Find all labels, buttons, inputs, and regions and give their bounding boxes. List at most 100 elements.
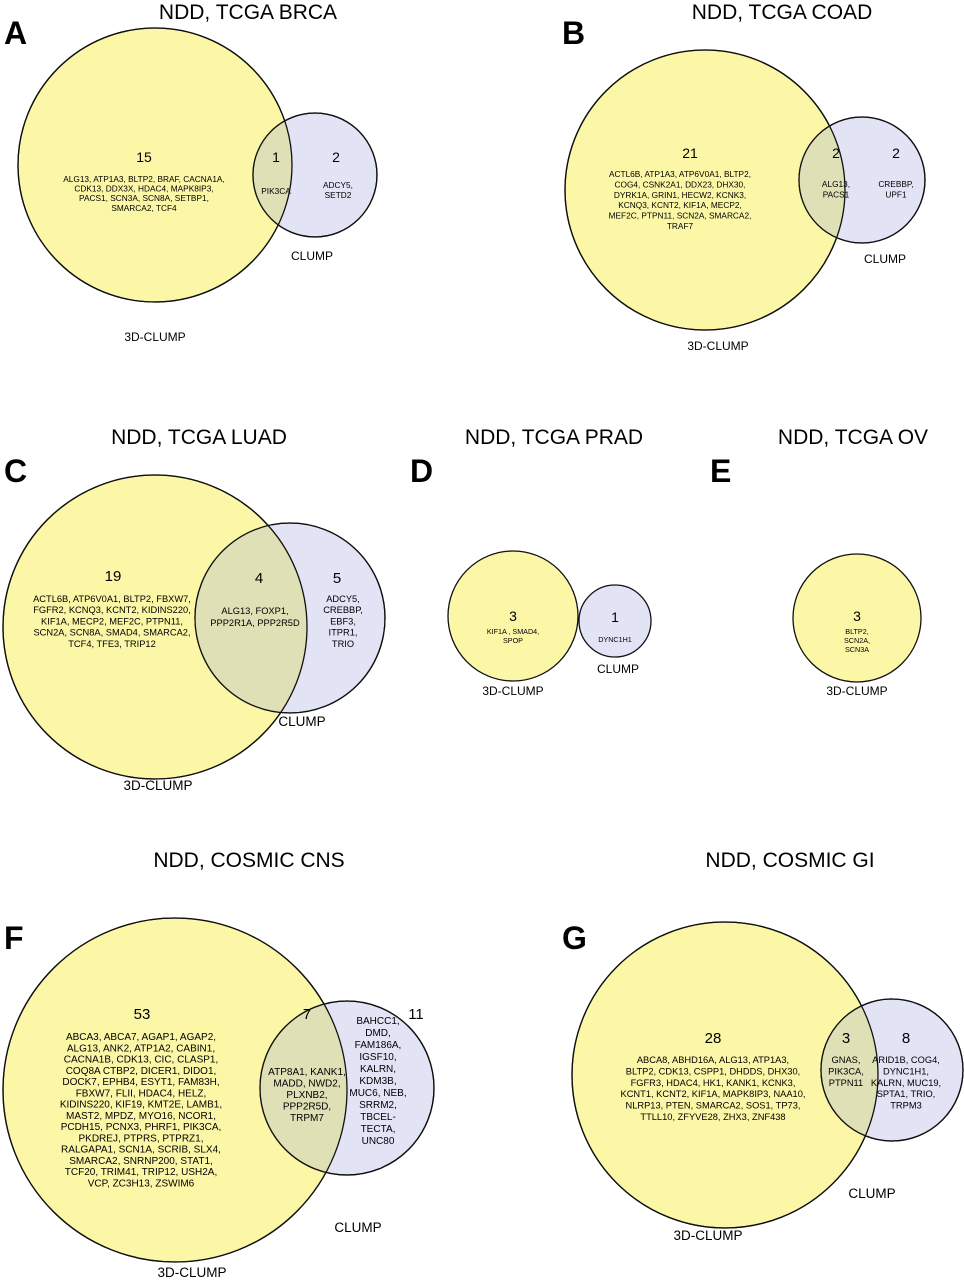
- panel-letter-d: D: [410, 453, 433, 489]
- panel-e: E NDD, TCGA OV 3 BLTP2,SCN2A,SCN3A 3D-CL…: [710, 426, 928, 698]
- gene-line: PLXNB2,: [286, 1090, 327, 1101]
- clump-label: CLUMP: [597, 662, 639, 676]
- gene-line: TECTA,: [361, 1124, 396, 1135]
- overlap-count: 4: [255, 570, 263, 587]
- gene-line: ALG13, ANK2, ATP1A2, CABIN1,: [67, 1043, 215, 1054]
- gene-line: ADCY5,: [323, 180, 353, 190]
- gene-line: FGFR2, KCNQ3, KCNT2, KIDINS220,: [33, 605, 191, 615]
- panel-title-g: NDD, COSMIC GI: [705, 849, 874, 872]
- set-clump-outline: [194, 522, 386, 714]
- gene-line: TCF4, TFE3, TRIP12: [68, 639, 156, 649]
- 3d-clump-label: 3D-CLUMP: [687, 339, 748, 353]
- 3d-clump-label: 3D-CLUMP: [124, 330, 185, 344]
- gene-line: SCN3A: [845, 645, 869, 654]
- gene-line: KIF1A , SMAD4,: [487, 627, 539, 636]
- gene-line: CREBBP,: [878, 179, 913, 189]
- gene-line: KALRN,: [360, 1064, 396, 1075]
- gene-line: TBCEL-: [360, 1112, 396, 1123]
- left-count: 3: [853, 608, 861, 624]
- gene-line: PACS1, SCN3A, SCN8A, SETBP1,: [79, 193, 209, 203]
- panel-title-b: NDD, TCGA COAD: [692, 1, 872, 24]
- right-count: 1: [611, 609, 619, 625]
- gene-line: PIK3CA: [261, 186, 291, 196]
- right-gene-list: CREBBP,UPF1: [878, 179, 913, 199]
- gene-line: ADCY5,: [326, 594, 360, 604]
- panel-b: B NDD, TCGA COAD 21 2 2 ACTL6B, ATP1A3, …: [562, 1, 926, 353]
- gene-line: COQ8A CTBP2, DICER1, DIDO1,: [66, 1066, 217, 1077]
- set-3d-clump-outline: [564, 49, 846, 331]
- set-3d-clump-circle: [792, 553, 922, 683]
- panel-title-f: NDD, COSMIC CNS: [153, 849, 344, 872]
- gene-line: ABCA3, ABCA7, AGAP1, AGAP2,: [66, 1032, 216, 1043]
- gene-line: KCNT1, KCNT2, KIF1A, MAPK8IP3, NAA10,: [621, 1089, 806, 1099]
- right-gene-list: ARID1B, COG4,DYNC1H1,KALRN, MUC19,SPTA1,…: [871, 1055, 941, 1111]
- left-gene-list: KIF1A , SMAD4,SPOP: [487, 627, 539, 645]
- left-gene-list: ALG13, ATP1A3, BLTP2, BRAF, CACNA1A,CDK1…: [63, 174, 225, 213]
- gene-line: SMARCA2, TCF4: [111, 203, 177, 213]
- right-gene-list: DYNC1H1: [598, 635, 632, 644]
- gene-line: DYRK1A, GRIN1, HECW2, KCNK3,: [614, 190, 746, 200]
- gene-line: PCDH15, PCNX3, PHRF1, PIK3CA,: [61, 1122, 222, 1133]
- left-gene-list: ACTL6B, ATP1A3, ATP6V0A1, BLTP2,COG4, CS…: [609, 169, 752, 231]
- right-count: 5: [333, 570, 341, 587]
- panel-letter-c: C: [4, 453, 27, 489]
- set-3d-clump-outline: [2, 917, 348, 1263]
- gene-line: PIK3CA,: [828, 1066, 864, 1076]
- clump-label: CLUMP: [848, 1186, 895, 1201]
- set-clump-outline: [252, 112, 378, 238]
- gene-line: TRIO: [332, 639, 354, 649]
- panel-title-d: NDD, TCGA PRAD: [465, 426, 643, 449]
- gene-line: RALGAPA1, SCN1A, SCRIB, SLX4,: [61, 1145, 221, 1156]
- gene-line: IGSF10,: [359, 1052, 396, 1063]
- overlap-count: 2: [832, 145, 840, 161]
- gene-line: PPP2R1A, PPP2R5D: [210, 618, 300, 628]
- gene-line: KIF1A, MECP2, MEF2C, PTPN11,: [41, 616, 183, 626]
- overlap-count: 1: [272, 149, 280, 165]
- gene-line: CREBBP,: [323, 605, 363, 615]
- 3d-clump-label: 3D-CLUMP: [123, 778, 192, 793]
- overlap-gene-list: ALG13, FOXP1,PPP2R1A, PPP2R5D: [210, 606, 300, 628]
- gene-line: CDK13, DDX3X, HDAC4, MAPK8IP3,: [74, 184, 213, 194]
- gene-line: FGFR3, HDAC4, HK1, KANK1, KCNK3,: [631, 1078, 796, 1088]
- gene-line: ABCA8, ABHD16A, ALG13, ATP1A3,: [637, 1055, 789, 1065]
- gene-line: BLTP2,: [845, 627, 868, 636]
- gene-line: GNAS,: [832, 1055, 861, 1065]
- clump-label: CLUMP: [334, 1220, 381, 1235]
- right-gene-list: ADCY5,SETD2: [323, 180, 353, 200]
- gene-line: SMARCA2, SNRNP200, STAT1,: [69, 1156, 213, 1167]
- overlap-region: [821, 999, 878, 1141]
- gene-line: KDM3B,: [359, 1076, 396, 1087]
- right-count: 2: [332, 149, 340, 165]
- gene-line: FAM186A,: [355, 1040, 402, 1051]
- gene-line: MADD, NWD2,: [273, 1079, 340, 1090]
- gene-line: UPF1: [885, 189, 907, 199]
- left-count: 28: [705, 1030, 722, 1047]
- set-3d-clump-outline: [2, 474, 308, 780]
- overlap-region: [260, 1001, 347, 1175]
- left-count: 15: [136, 149, 152, 165]
- 3d-clump-label: 3D-CLUMP: [482, 684, 543, 698]
- overlap-region: [195, 523, 307, 713]
- overlap-gene-list: PIK3CA: [261, 186, 291, 196]
- set-clump-circle: [578, 584, 652, 658]
- right-gene-list: BAHCC1,DMD,FAM186A,IGSF10,KALRN,KDM3B,MU…: [349, 1016, 406, 1147]
- panel-title-c: NDD, TCGA LUAD: [111, 426, 287, 449]
- overlap-region: [799, 117, 845, 243]
- gene-line: MUC6, NEB,: [349, 1088, 406, 1099]
- gene-line: MEF2C, PTPN11, SCN2A, SMARCA2,: [609, 211, 752, 221]
- set-3d-clump-circle: [447, 550, 579, 682]
- left-count: 19: [105, 568, 122, 585]
- overlap-gene-list: ALG13,PACS1: [822, 179, 850, 199]
- gene-line: SRRM2,: [359, 1100, 397, 1111]
- set-clump-outline: [820, 998, 964, 1142]
- gene-line: TTLL10, ZFYVE28, ZHX3, ZNF438: [640, 1112, 785, 1122]
- gene-line: ACTL6B, ATP6V0A1, BLTP2, FBXW7,: [33, 594, 191, 604]
- gene-line: TRPM7: [290, 1113, 324, 1124]
- gene-line: PACS1: [823, 189, 850, 199]
- panel-title-a: NDD, TCGA BRCA: [159, 1, 337, 24]
- left-gene-list: ACTL6B, ATP6V0A1, BLTP2, FBXW7,FGFR2, KC…: [33, 594, 191, 649]
- gene-line: PKDREJ, PTPRS, PTPRZ1,: [78, 1133, 203, 1144]
- gene-line: KIDINS220, KIF19, KMT2E, LAMB1,: [60, 1100, 222, 1111]
- right-count: 11: [408, 1006, 424, 1023]
